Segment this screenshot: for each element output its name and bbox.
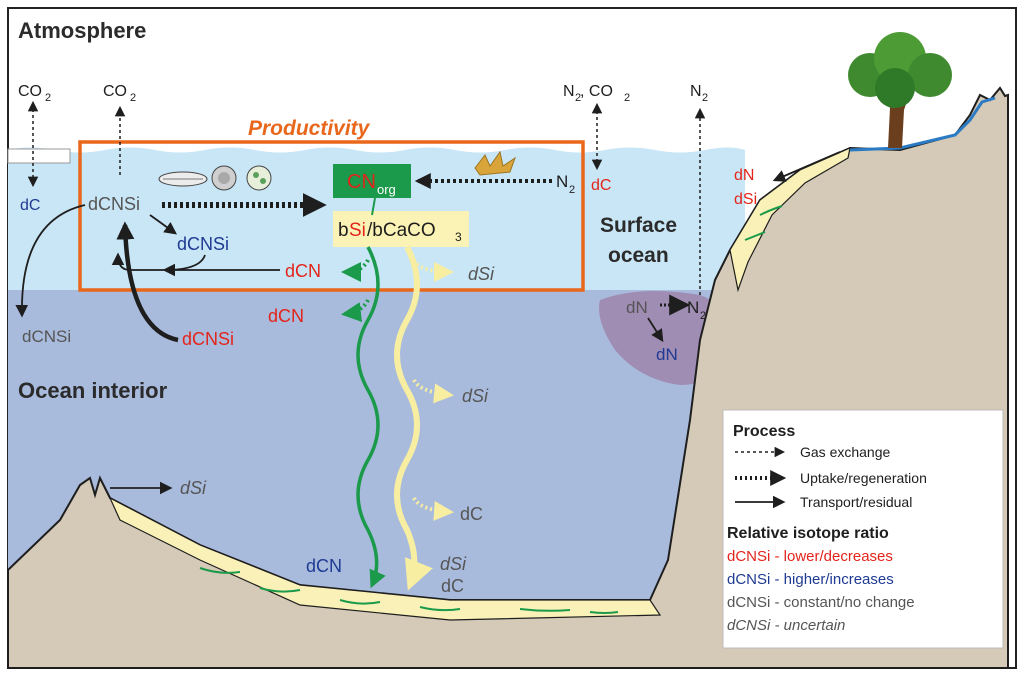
sinking-organic-flux [356,246,386,589]
tree-icon [848,32,952,148]
co2-label-left-sub: 2 [45,92,51,104]
upwelling-arrow [116,221,179,343]
n2-denit-label-sub: 2 [700,310,706,322]
surface-ocean-label-1: Surface [600,214,677,237]
cn-to-bsi-link [371,197,376,216]
dc-left-label: dC [20,197,40,214]
n2-denit-label: N [687,298,699,317]
dcnsi-left-out-label: dCNSi [22,327,71,346]
dsi-bottom-label: dSi [440,554,467,574]
legend-box [722,409,1004,649]
sinking-mineral-flux [394,245,433,591]
n2-co2-label-n-sub: 2 [575,92,581,104]
dcnsi-downward-transport [15,204,86,318]
dcn-surface-label: dCN [285,261,321,281]
n2-uptake-label-sub: 2 [569,184,575,196]
sediment-streaks [199,205,783,614]
dc-interior-label: dC [460,504,483,524]
dc-bottom-label: dC [441,576,464,596]
cn-org-subscript: org [377,182,396,197]
dn-omz-label: dN [626,298,648,317]
cn-org-box [333,164,411,198]
dcn-interior-label: dCN [268,306,304,326]
dc-atm-label: dC [591,177,611,194]
sediment-basin [108,496,662,621]
n2-co2-label-co-sub: 2 [624,92,630,104]
productivity-box [78,140,585,292]
productivity-label: Productivity [248,117,371,140]
n2-co2-label-co: , CO [580,83,613,100]
bsi-prefix: b [338,220,349,241]
dcnsi-residual-arrow [149,214,178,235]
n2-label-right-sub: 2 [702,92,708,104]
dsi-surface-label: dSi [468,264,495,284]
yellow-regeneration-1 [412,258,454,282]
dcnsi-red-label: dCNSi [182,329,234,349]
ocean-interior-label: Ocean interior [18,378,168,403]
legend-transport: Transport/residual [800,494,912,510]
legend-higher: dCNSi - higher/increases [727,571,894,588]
bsi-box [333,211,469,247]
legend-lower: dCNSi - lower/decreases [727,548,893,565]
legend-uptake: Uptake/regeneration [800,470,927,486]
dcn-bottom-label: dCN [306,556,342,576]
bsi-rest: /bCaCO [367,220,436,241]
legend-ratio-title: Relative isotope ratio [727,525,889,542]
bsi-subscript: 3 [455,230,462,244]
phytoplankton-icons [158,165,272,191]
green-regeneration-2 [341,299,370,323]
dn-land-label: dN [734,167,754,184]
yellow-regeneration-3 [412,496,454,521]
co2-label-left: CO [18,83,42,100]
n2-co2-label-n: N [563,83,575,100]
dcnsi-blue-label: dCNSi [177,234,229,254]
co2-label-mid: CO [103,83,127,100]
n2-label-right: N [690,83,702,100]
sediment-shelf [729,146,851,293]
atmosphere-label: Atmosphere [18,18,146,43]
dsi-interior-label: dSi [462,386,489,406]
omz-dn-arrow [647,317,664,343]
dsi-mountain-label: dSi [180,478,207,498]
dcnsi-main-label: dCNSi [88,194,140,214]
ice-shelf [7,148,71,164]
legend-gas-exchange: Gas exchange [800,444,890,460]
legend: Process Gas exchange Uptake/regeneration… [722,409,1004,649]
legend-constant: dCNSi - constant/no change [727,594,915,611]
bsi-si: Si [349,220,366,241]
river-input-arrow [772,151,841,182]
river [849,96,996,152]
co2-label-mid-sub: 2 [130,92,136,104]
dsi-land-label: dSi [734,191,757,208]
n2-uptake-label: N [556,172,568,191]
cn-org-label: CN [347,171,376,193]
legend-process-title: Process [733,423,795,440]
surface-ocean-label-2: ocean [608,244,669,267]
yellow-regeneration-2 [412,378,454,404]
dn-omz-blue-label: dN [656,345,678,364]
diazotroph-icon [474,150,516,176]
legend-uncertain: dCNSi - uncertain [727,617,845,634]
